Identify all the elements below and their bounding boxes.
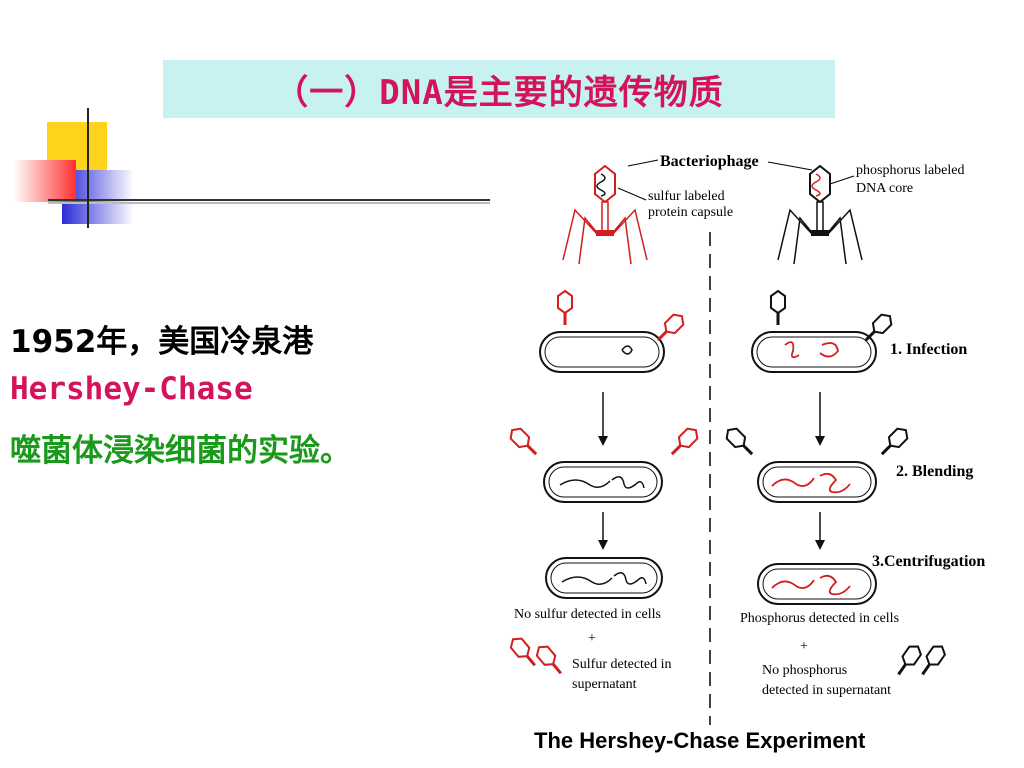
right-centrifuge-cell	[757, 563, 877, 605]
left-centrifuge-cell	[545, 557, 663, 599]
sulfur-label-2: protein capsule	[648, 205, 733, 220]
right-plus: +	[800, 639, 808, 654]
left-super-1: Sulfur detected in	[572, 657, 672, 672]
hershey-chase-line: Hershey-Chase	[10, 371, 253, 407]
left-super-2: supernatant	[572, 677, 637, 692]
bacteriophage-label: Bacteriophage	[660, 153, 759, 170]
slide-title: （一）DNA是主要的遗传物质	[274, 72, 724, 113]
left-supernatant-phages	[506, 633, 568, 680]
right-result: Phosphorus detected in cells	[740, 611, 899, 626]
right-supernatant-phages	[891, 641, 950, 680]
right-super-2: detected in supernatant	[762, 683, 891, 698]
left-plus: +	[588, 631, 596, 646]
decorative-squares	[14, 108, 490, 228]
left-result: No sulfur detected in cells	[514, 607, 661, 622]
year-line: 1952年，美国冷泉港	[10, 324, 314, 360]
phosphorus-label-1: phosphorus labeled	[856, 163, 964, 178]
right-infection-cell	[751, 289, 897, 373]
sulfur-phage	[562, 164, 648, 265]
hershey-chase-diagram: Bacteriophage sulfur labeled protein cap…	[505, 153, 985, 753]
step-centrifugation: 3.Centrifugation	[872, 553, 985, 570]
left-blending-cell	[505, 423, 703, 503]
red-square	[14, 160, 76, 202]
title-box: （一）DNA是主要的遗传物质	[163, 60, 835, 118]
right-blending-cell	[721, 423, 913, 503]
left-infection-cell	[539, 289, 689, 373]
sulfur-label-1: sulfur labeled	[648, 189, 725, 204]
step-blending: 2. Blending	[896, 463, 973, 480]
phosphorus-label-2: DNA core	[856, 181, 913, 196]
phosphorus-phage	[777, 164, 863, 265]
right-super-1: No phosphorus	[762, 663, 847, 678]
step-infection: 1. Infection	[890, 341, 967, 358]
experiment-line: 噬菌体浸染细菌的实验。	[10, 433, 351, 469]
diagram-caption: The Hershey-Chase Experiment	[534, 728, 866, 753]
